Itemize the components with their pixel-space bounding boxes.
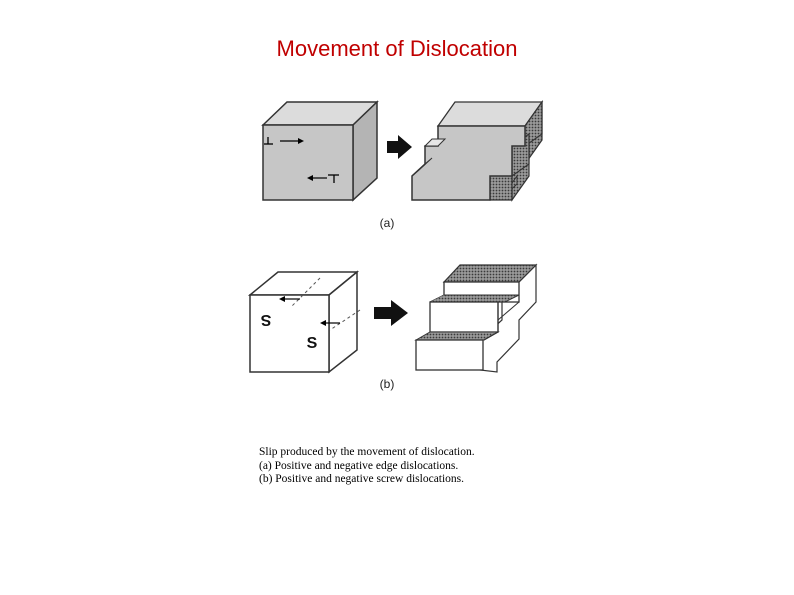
slip-arrow-right (280, 138, 304, 144)
positive-edge-dislocation-symbol (264, 137, 273, 145)
dislocation-line-dashed (291, 277, 361, 331)
slip-arrow-left (307, 175, 327, 181)
caption-line-2: (a) Positive and negative edge dislocati… (259, 459, 459, 472)
caption-line-1: Slip produced by the movement of disloca… (259, 446, 475, 458)
arrow-right-icon (374, 300, 408, 326)
panel-b: S S (b) (247, 263, 538, 391)
sheared-crystal-screw (414, 263, 538, 373)
figure-caption: Slip produced by the movement of disloca… (259, 446, 475, 487)
page-title: Movement of Dislocation (276, 36, 518, 61)
negative-edge-dislocation-symbol (328, 174, 339, 183)
edge-cube (261, 100, 379, 202)
sheared-crystal-edge (411, 100, 544, 202)
panel-b-label: (b) (380, 377, 395, 391)
positive-screw-dislocation-symbol: S (307, 335, 318, 352)
screw-arrow-top (279, 296, 300, 302)
panel-a-label: (a) (380, 216, 395, 230)
caption-line-3: (b) Positive and negative screw dislocat… (259, 473, 465, 485)
screw-arrow-bottom (320, 320, 340, 326)
negative-screw-dislocation-symbol: S (260, 311, 271, 328)
dislocation-figure: (a) S S (247, 100, 544, 391)
panel-a: (a) (261, 100, 544, 230)
arrow-right-icon (387, 135, 412, 159)
screw-cube: S S (247, 270, 361, 374)
